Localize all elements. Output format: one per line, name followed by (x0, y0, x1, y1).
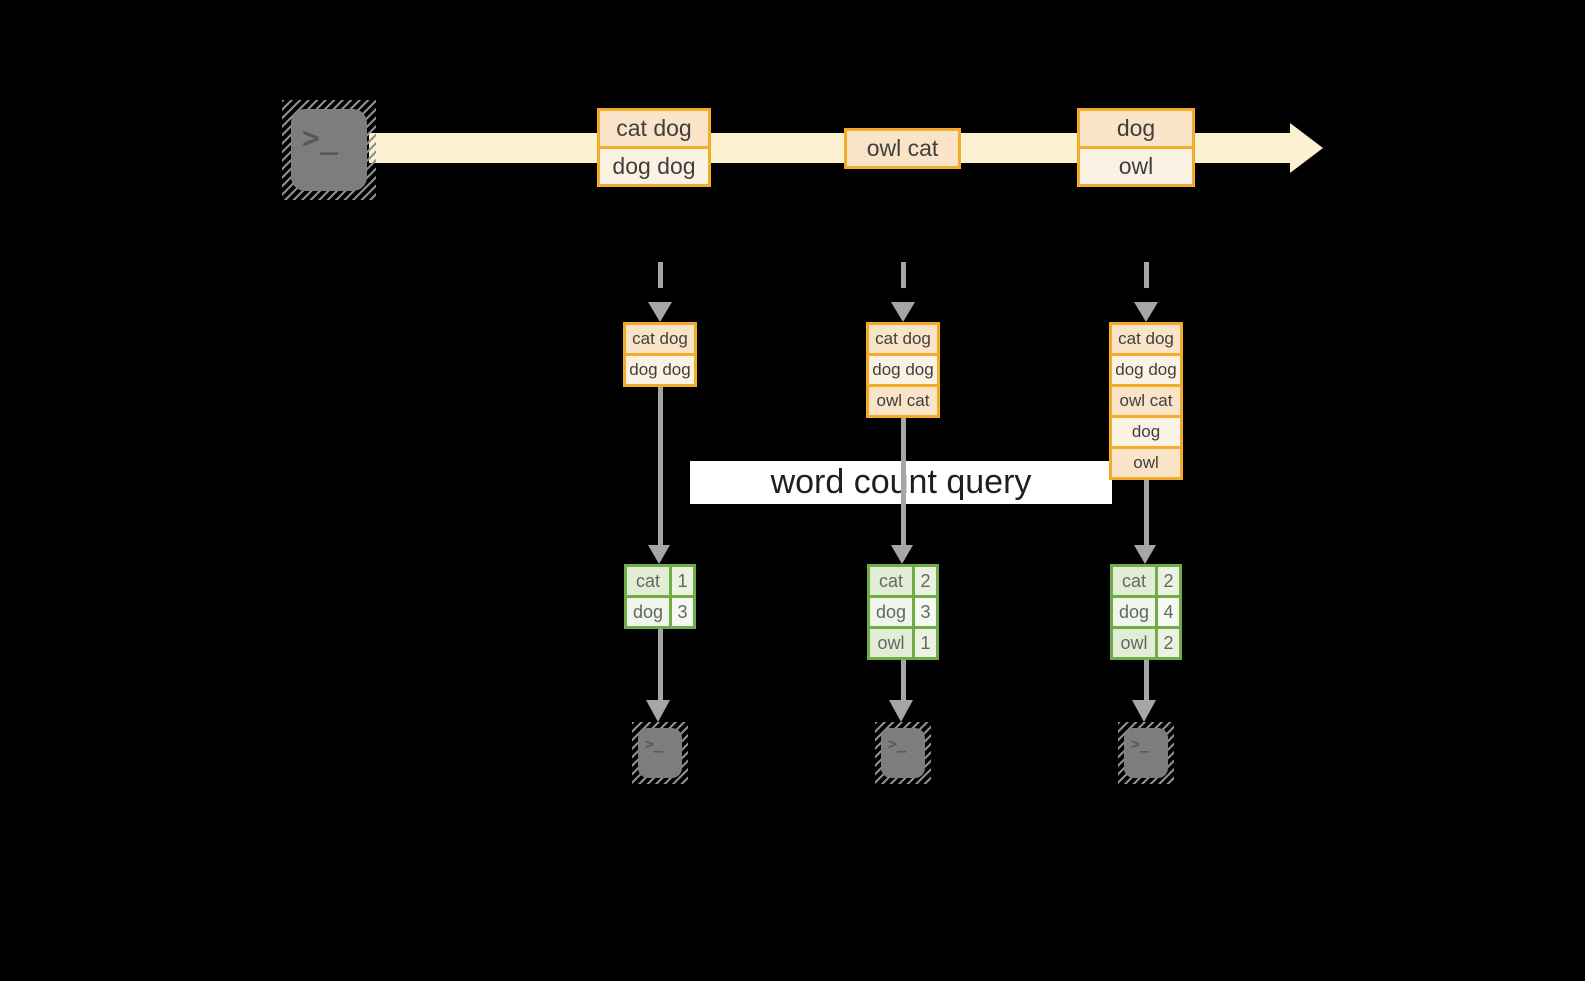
word-count-table: cat 2 dog 3 owl 1 (867, 564, 939, 660)
flow-arrow (1144, 660, 1149, 700)
terminal-sink-icon: >_ (632, 722, 688, 784)
flow-arrowhead-icon (648, 545, 670, 564)
word-cell: owl (870, 629, 912, 657)
word-cell: dog (870, 598, 912, 626)
buffer-item: dog (1112, 415, 1180, 446)
terminal-sink-icon: >_ (875, 722, 931, 784)
terminal-prompt-glyph: >_ (302, 121, 339, 156)
stream-batch: cat dog dog dog (597, 108, 711, 187)
flow-arrow (658, 629, 663, 700)
terminal-prompt-glyph: >_ (1131, 735, 1150, 753)
buffer-item: cat dog (869, 325, 937, 353)
word-cell: dog (1113, 598, 1155, 626)
word-count-table: cat 1 dog 3 (624, 564, 696, 629)
count-cell: 2 (915, 567, 936, 595)
ingest-arrowhead-icon (891, 302, 915, 322)
ingest-arrow (1144, 262, 1149, 300)
terminal-body (291, 109, 367, 191)
word-cell: cat (870, 567, 912, 595)
buffer-item: owl cat (869, 384, 937, 415)
flow-arrowhead-icon (1134, 545, 1156, 564)
flow-arrowhead-icon (891, 545, 913, 564)
flow-arrow (901, 660, 906, 700)
flow-arrow (1144, 480, 1149, 546)
stream-item: owl (1080, 146, 1192, 184)
ingest-arrow (658, 262, 663, 300)
count-cell: 2 (1158, 629, 1179, 657)
input-buffer: cat dog dog dog owl cat dog owl (1109, 322, 1183, 480)
buffer-item: owl (1112, 446, 1180, 477)
stream-batch: dog owl (1077, 108, 1195, 187)
stream-item: owl cat (847, 131, 958, 166)
terminal-body (1124, 728, 1168, 778)
stream-arrowhead-icon (1290, 123, 1323, 173)
count-cell: 1 (915, 629, 936, 657)
buffer-item: dog dog (1112, 353, 1180, 384)
flow-arrowhead-icon (646, 700, 670, 722)
buffer-item: cat dog (1112, 325, 1180, 353)
terminal-prompt-glyph: >_ (645, 735, 664, 753)
ingest-arrowhead-icon (648, 302, 672, 322)
word-cell: dog (627, 598, 669, 626)
terminal-body (638, 728, 682, 778)
buffer-item: owl cat (1112, 384, 1180, 415)
flow-arrowhead-icon (889, 700, 913, 722)
word-cell: owl (1113, 629, 1155, 657)
count-cell: 2 (1158, 567, 1179, 595)
buffer-item: dog dog (869, 353, 937, 384)
buffer-item: dog dog (626, 353, 694, 384)
ingest-arrowhead-icon (1134, 302, 1158, 322)
stream-item: dog dog (600, 146, 708, 184)
input-buffer: cat dog dog dog owl cat (866, 322, 940, 418)
count-cell: 4 (1158, 598, 1179, 626)
flow-arrow (901, 418, 906, 546)
ingest-arrow (901, 262, 906, 300)
word-cell: cat (1113, 567, 1155, 595)
flow-arrow (658, 387, 663, 546)
count-cell: 3 (672, 598, 693, 626)
terminal-body (881, 728, 925, 778)
stream-item: dog (1080, 111, 1192, 146)
stream-item: cat dog (600, 111, 708, 146)
terminal-source-icon: >_ (282, 100, 376, 200)
word-count-table: cat 2 dog 4 owl 2 (1110, 564, 1182, 660)
input-buffer: cat dog dog dog (623, 322, 697, 387)
buffer-item: cat dog (626, 325, 694, 353)
flow-arrowhead-icon (1132, 700, 1156, 722)
count-cell: 1 (672, 567, 693, 595)
terminal-sink-icon: >_ (1118, 722, 1174, 784)
terminal-prompt-glyph: >_ (888, 735, 907, 753)
count-cell: 3 (915, 598, 936, 626)
word-cell: cat (627, 567, 669, 595)
stream-batch: owl cat (844, 128, 961, 169)
